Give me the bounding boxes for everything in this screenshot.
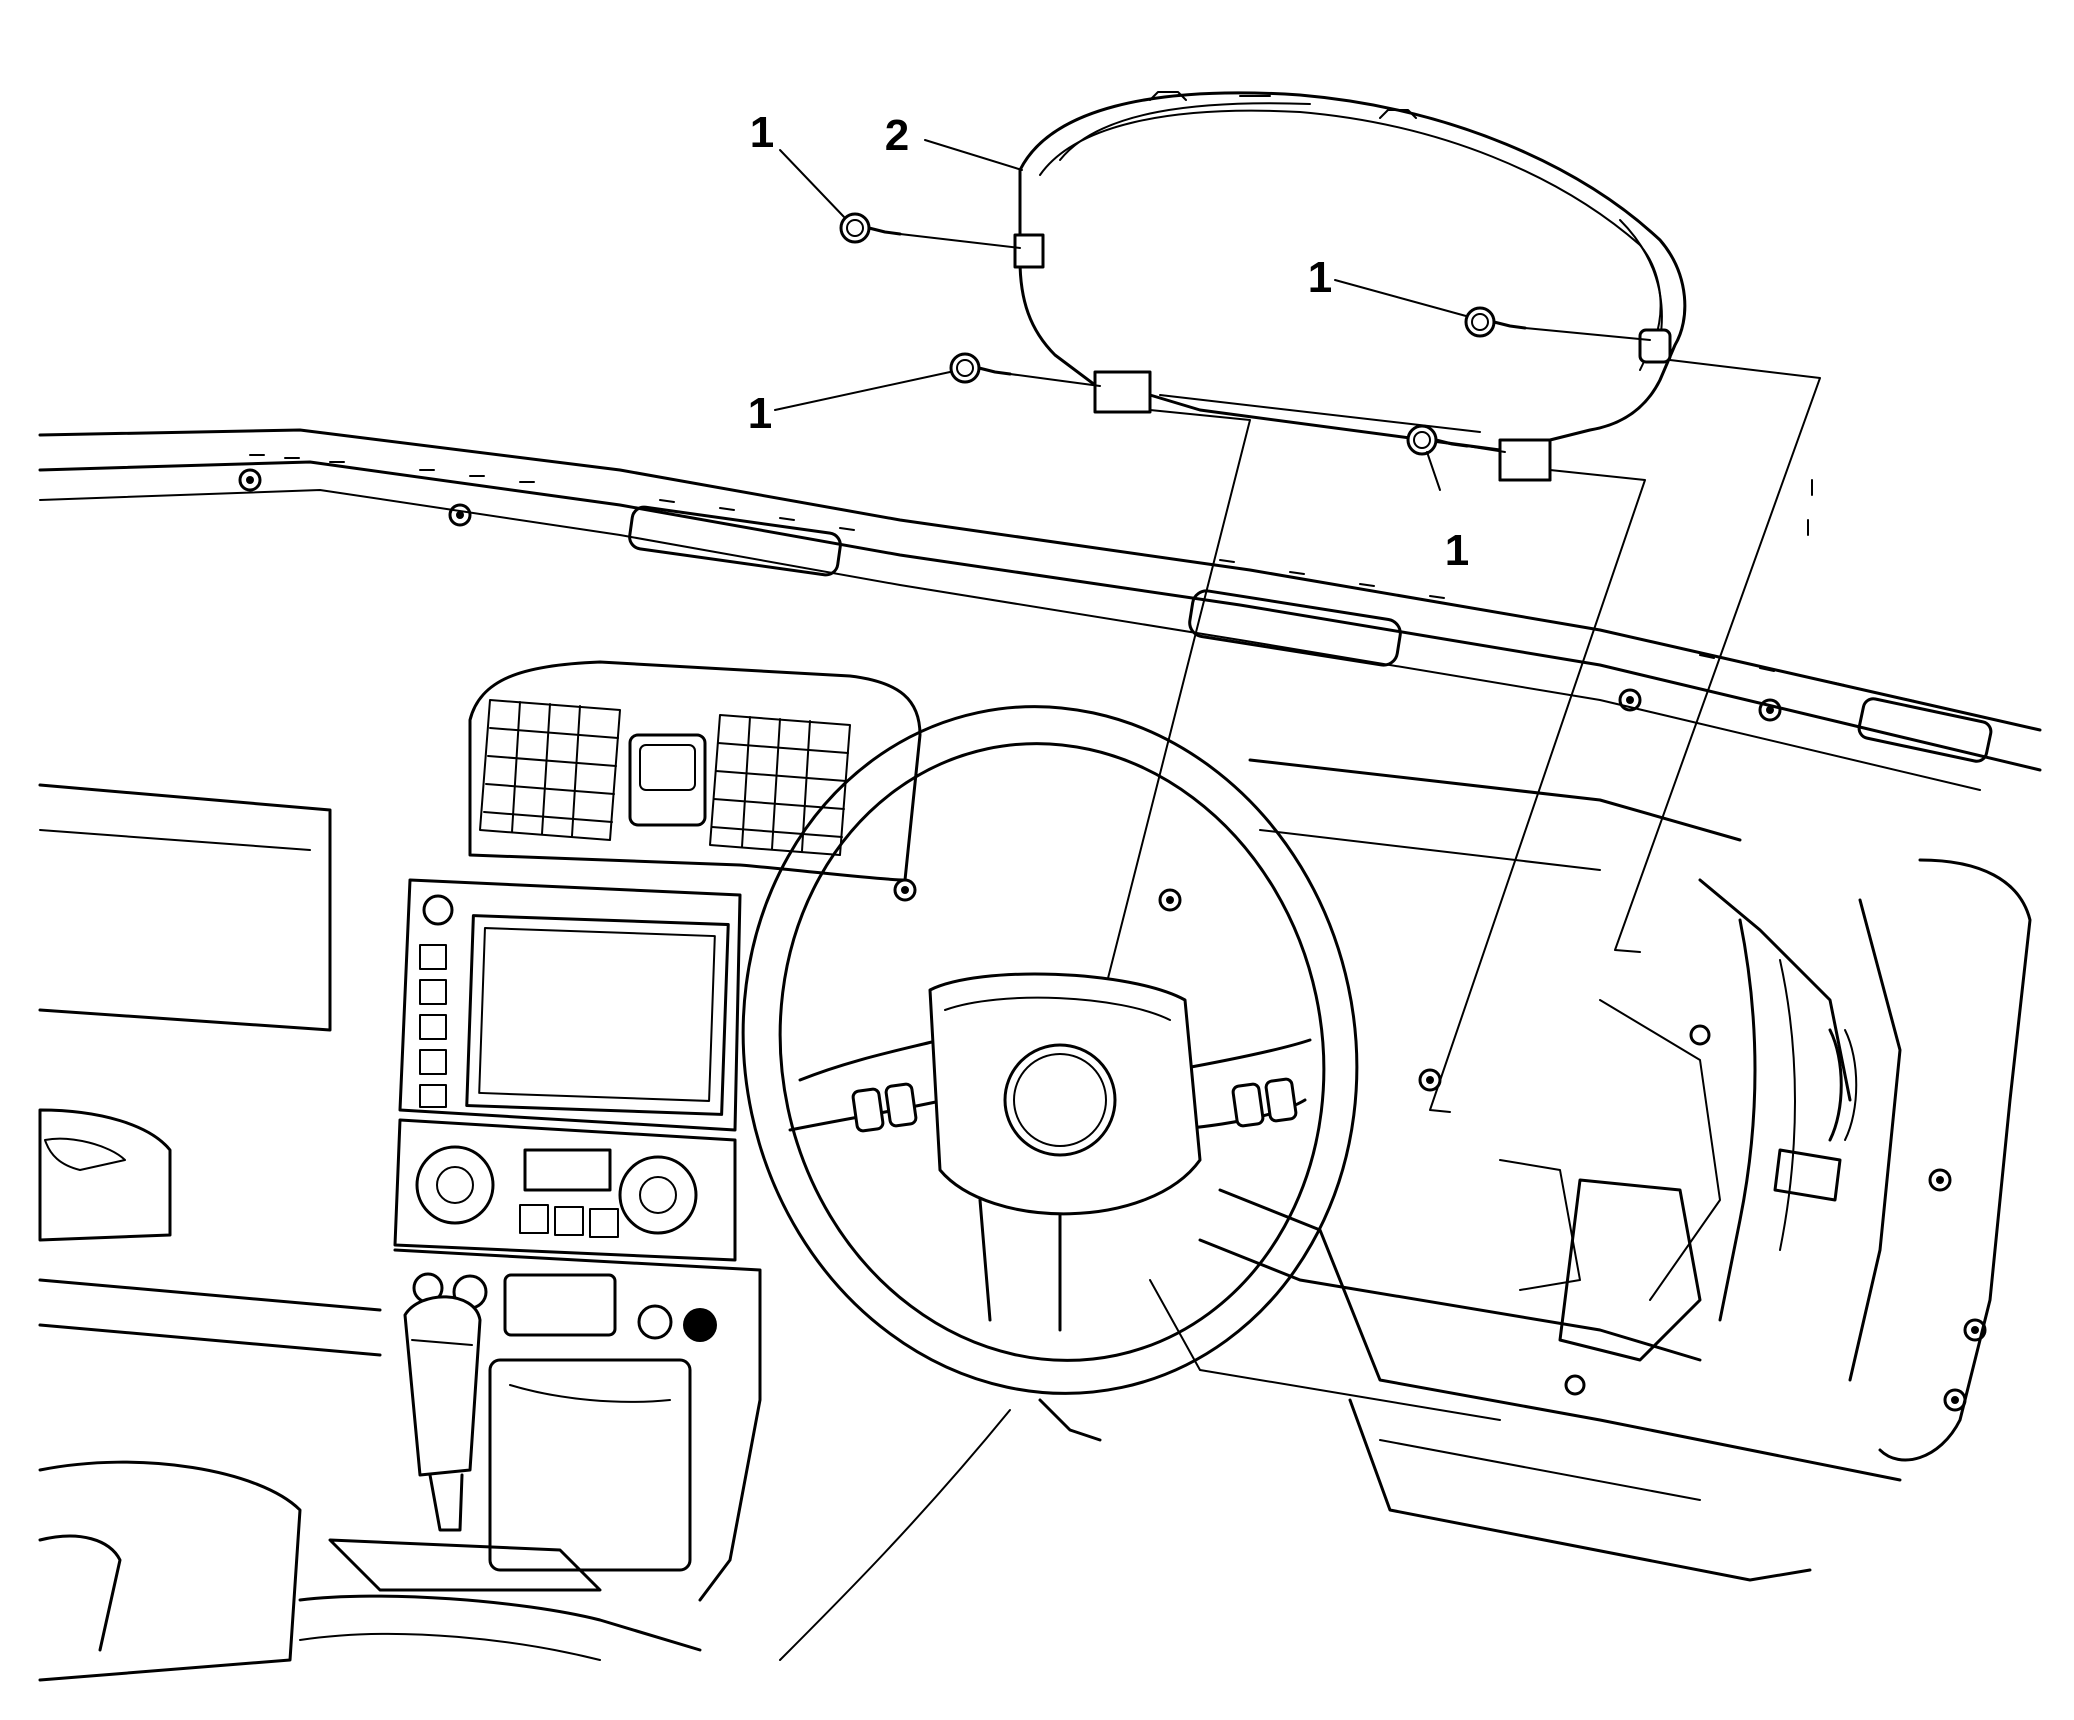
callout-leaders bbox=[774, 139, 1467, 491]
screw-upper-right bbox=[1464, 306, 1527, 338]
instrument-cluster bbox=[1013, 91, 1687, 482]
screw-lower-right bbox=[1406, 424, 1469, 456]
driver-side-structure bbox=[893, 758, 2032, 1582]
callout-label-screw-lower-right: 1 bbox=[1445, 526, 1469, 575]
callout-label-screw-upper-right: 1 bbox=[1308, 253, 1332, 302]
climate-control-panel bbox=[393, 1118, 737, 1262]
screw-upper-left bbox=[839, 212, 902, 244]
callout-label-screw-upper-left: 1 bbox=[750, 108, 774, 157]
steering-wheel bbox=[741, 705, 1359, 1661]
radio-display-unit bbox=[398, 878, 742, 1132]
lower-console bbox=[38, 1248, 762, 1682]
dashboard-top-panel bbox=[38, 428, 2042, 791]
callout-label-screw-lower-left: 1 bbox=[748, 389, 772, 438]
callout-label-cluster: 2 bbox=[885, 111, 909, 160]
screw-lower-left bbox=[949, 352, 1012, 384]
installation-lines bbox=[899, 233, 1821, 1113]
passenger-dash-panel bbox=[38, 783, 382, 1357]
center-air-vents bbox=[468, 660, 922, 882]
